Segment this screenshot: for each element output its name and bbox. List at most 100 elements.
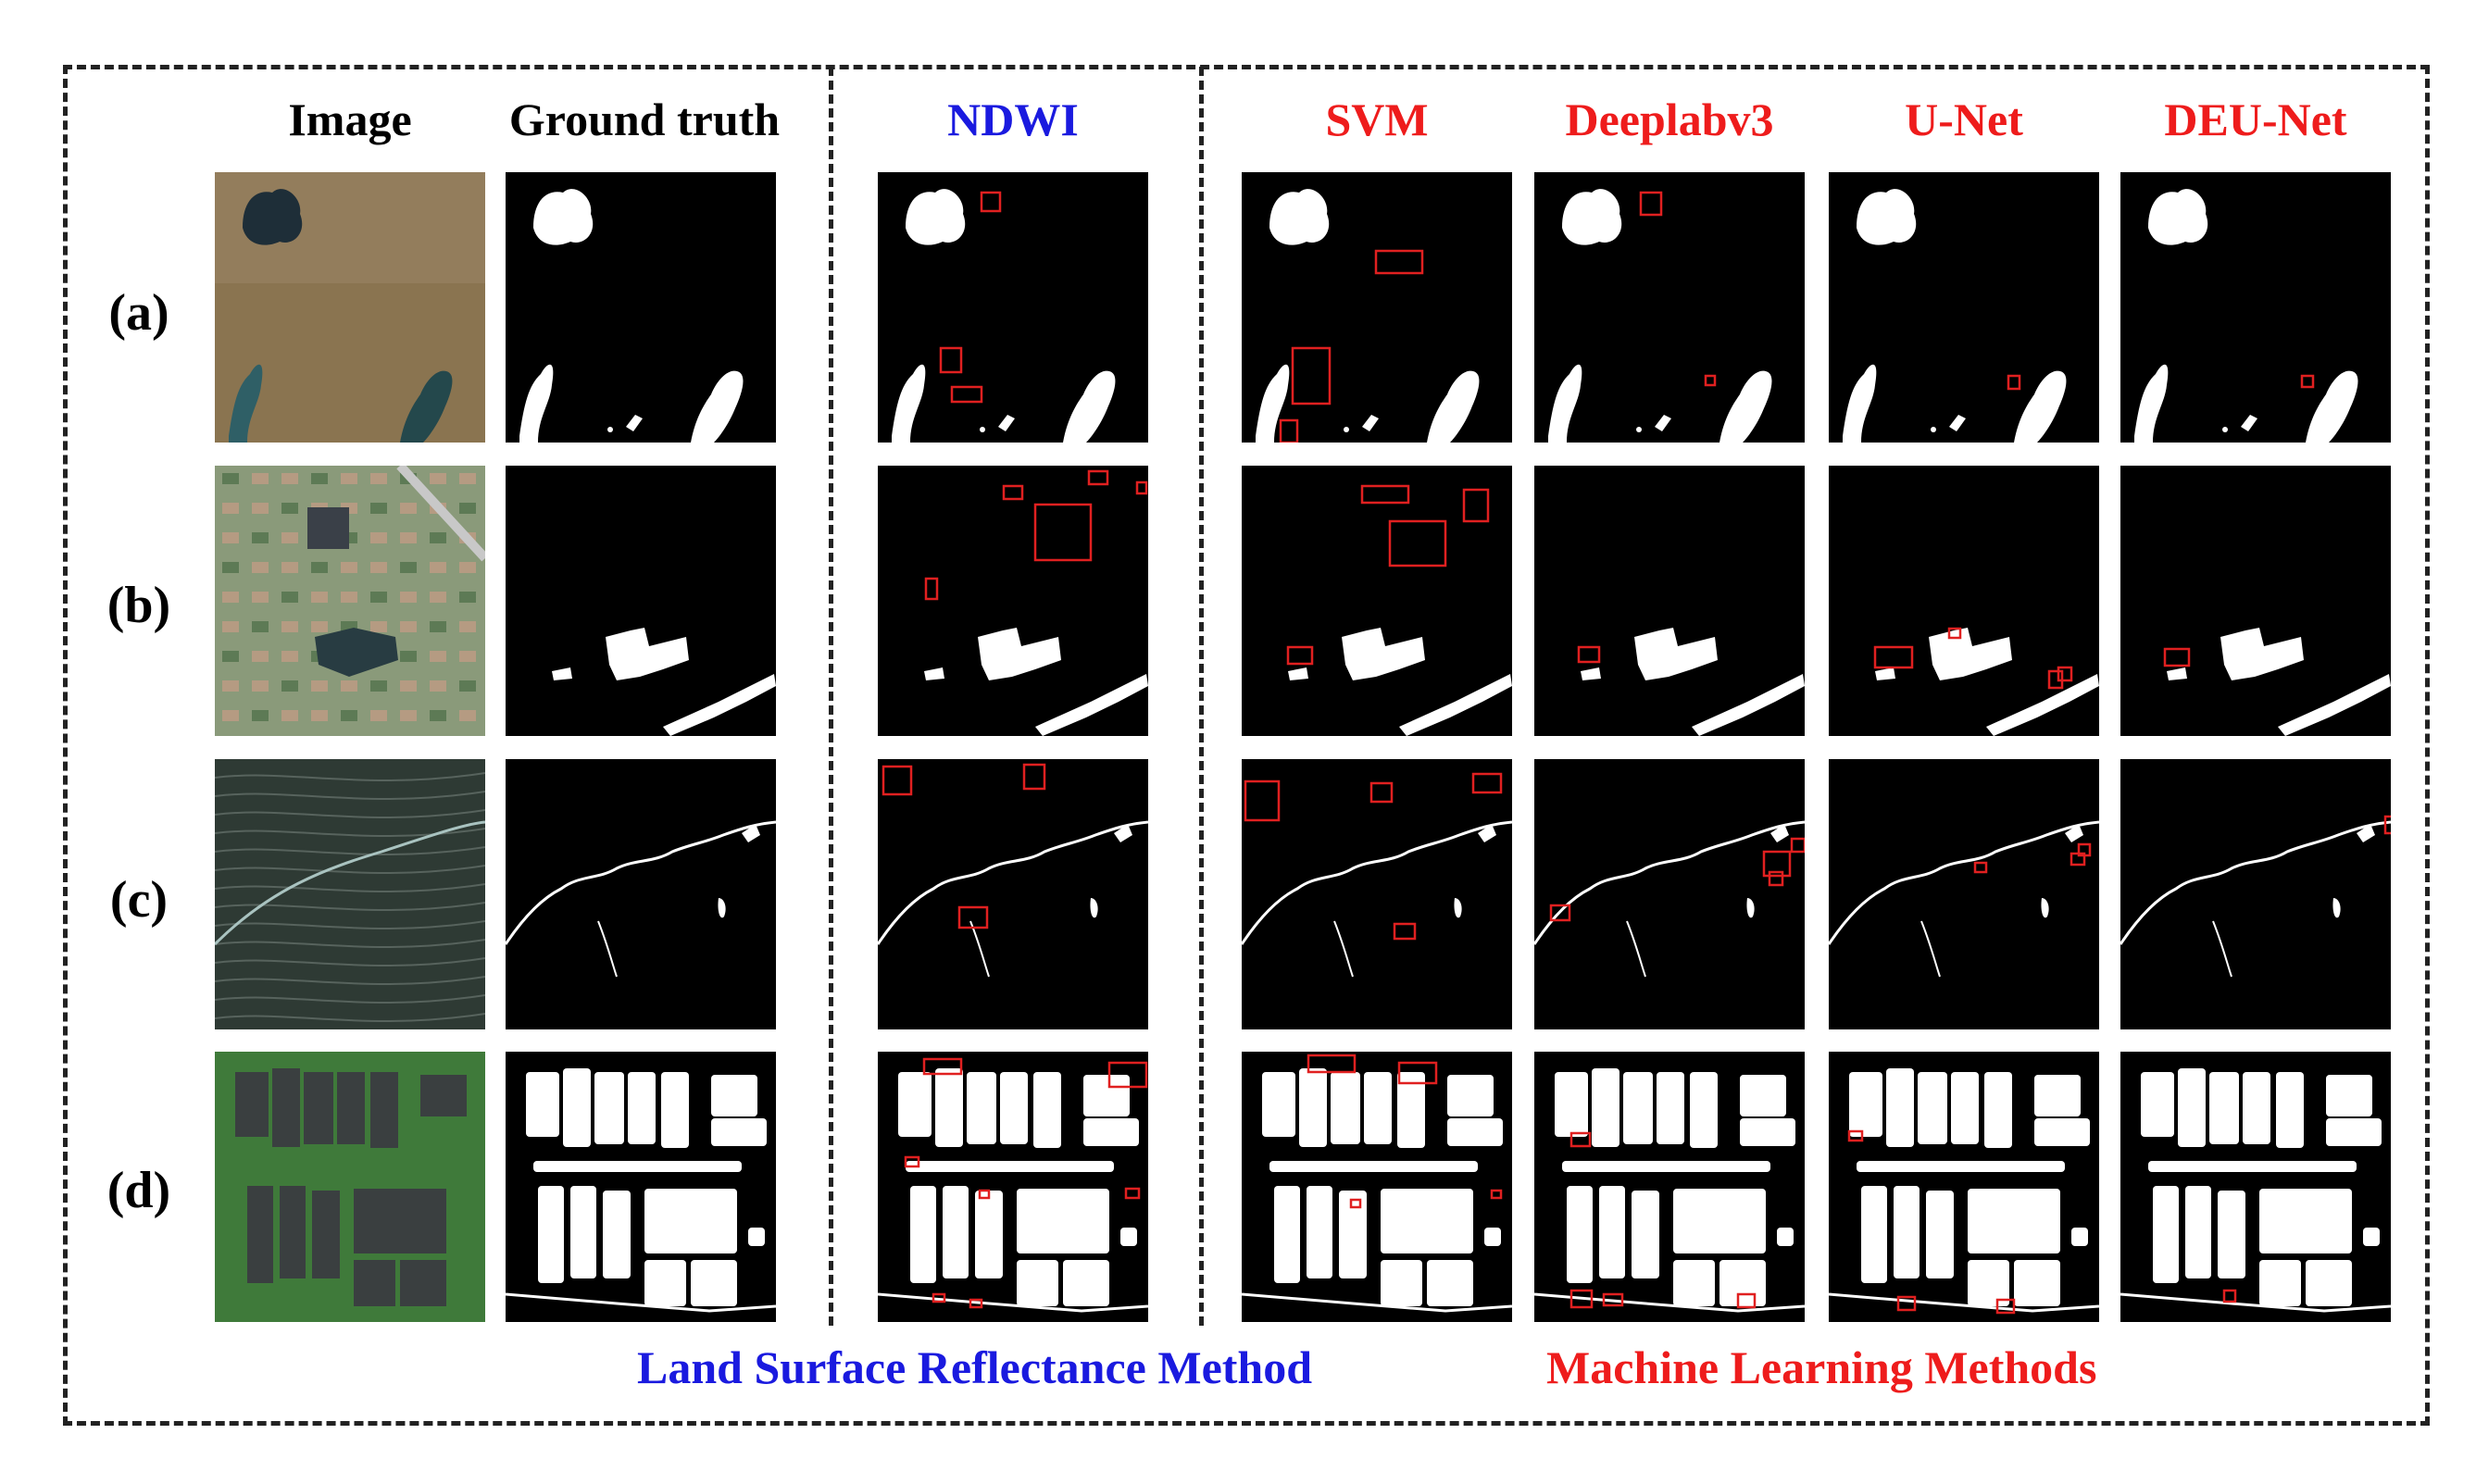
row-label-a: (a) bbox=[108, 284, 169, 342]
column-header-image: Image bbox=[288, 94, 412, 145]
panel-d-image bbox=[215, 1052, 485, 1322]
water-mask-image bbox=[1242, 172, 1512, 443]
error-highlight-box bbox=[1462, 488, 1490, 523]
water-mask-image bbox=[2120, 466, 2391, 736]
error-highlight-box bbox=[957, 905, 989, 929]
panel-b-gt bbox=[506, 466, 776, 736]
error-highlight-box bbox=[1033, 503, 1093, 562]
error-highlight-box bbox=[1471, 772, 1503, 794]
panel-c-deeplab bbox=[1534, 759, 1805, 1029]
error-highlight-box bbox=[2222, 1289, 2237, 1303]
error-highlight-box bbox=[1736, 1292, 1757, 1309]
panel-d-svm bbox=[1242, 1052, 1512, 1322]
column-header-svm: SVM bbox=[1325, 94, 1429, 145]
error-highlight-box bbox=[2007, 374, 2021, 391]
satellite-image bbox=[215, 466, 485, 736]
water-mask-image bbox=[1829, 759, 2099, 1029]
column-header-unet: U-Net bbox=[1905, 94, 2023, 145]
panel-d-ndwi bbox=[878, 1052, 1148, 1322]
panel-a-gt bbox=[506, 172, 776, 443]
column-header-ndwi: NDWI bbox=[947, 94, 1079, 145]
error-highlight-box bbox=[1549, 904, 1571, 922]
satellite-image bbox=[215, 759, 485, 1029]
water-mask-image bbox=[878, 466, 1148, 736]
satellite-image bbox=[215, 172, 485, 443]
satellite-image bbox=[215, 1052, 485, 1322]
error-highlight-box bbox=[939, 346, 963, 374]
water-mask-image bbox=[2120, 759, 2391, 1029]
error-highlight-box bbox=[1002, 484, 1024, 501]
panel-b-svm bbox=[1242, 466, 1512, 736]
water-mask-image bbox=[878, 1052, 1148, 1322]
water-mask-image bbox=[1534, 466, 1805, 736]
error-highlight-box bbox=[932, 1292, 946, 1303]
panel-a-unet bbox=[1829, 172, 2099, 443]
panel-c-svm bbox=[1242, 759, 1512, 1029]
panel-d-deeplab bbox=[1534, 1052, 1805, 1322]
error-highlight-box bbox=[922, 1057, 963, 1076]
water-mask-image bbox=[1242, 1052, 1512, 1322]
water-mask-image bbox=[1242, 759, 1512, 1029]
error-highlight-box bbox=[1307, 1054, 1357, 1074]
panel-b-deunet bbox=[2120, 466, 2391, 736]
panel-a-ndwi bbox=[878, 172, 1148, 443]
error-highlight-box bbox=[2057, 666, 2073, 682]
error-highlight-box bbox=[1704, 374, 1717, 387]
error-highlight-box bbox=[924, 577, 939, 601]
column-header-deeplabv3: Deeplabv3 bbox=[1565, 94, 1774, 145]
error-highlight-box bbox=[1947, 627, 1962, 640]
panel-a-deunet bbox=[2120, 172, 2391, 443]
error-highlight-box bbox=[1762, 850, 1792, 878]
water-mask-image bbox=[1829, 1052, 2099, 1322]
error-highlight-box bbox=[1244, 779, 1281, 822]
water-mask-image bbox=[1829, 172, 2099, 443]
error-highlight-box bbox=[1388, 519, 1447, 567]
panel-b-image bbox=[215, 466, 485, 736]
error-highlight-box bbox=[1135, 480, 1148, 495]
water-mask-image bbox=[1829, 466, 2099, 736]
water-mask-image bbox=[506, 466, 776, 736]
panel-a-svm bbox=[1242, 172, 1512, 443]
error-highlight-box bbox=[1279, 418, 1299, 443]
error-highlight-box bbox=[1768, 870, 1784, 887]
row-label-b: (b) bbox=[106, 577, 171, 634]
outer-frame bbox=[63, 65, 2430, 1426]
error-highlight-box bbox=[1374, 249, 1424, 275]
error-highlight-box bbox=[2077, 842, 2092, 857]
separator-ndwi-left bbox=[829, 67, 833, 1326]
error-highlight-box bbox=[1349, 1198, 1362, 1209]
water-mask-image bbox=[506, 759, 776, 1029]
panel-c-gt bbox=[506, 759, 776, 1029]
panel-a-deeplab bbox=[1534, 172, 1805, 443]
error-highlight-box bbox=[1896, 1295, 1917, 1312]
separator-ndwi-right bbox=[1199, 67, 1204, 1326]
error-highlight-box bbox=[1022, 763, 1046, 791]
error-highlight-box bbox=[2163, 647, 2191, 667]
error-highlight-box bbox=[980, 191, 1002, 213]
panel-a-image bbox=[215, 172, 485, 443]
panel-c-ndwi bbox=[878, 759, 1148, 1029]
water-mask-image bbox=[506, 1052, 776, 1322]
water-mask-image bbox=[1242, 466, 1512, 736]
error-highlight-box bbox=[1569, 1131, 1592, 1148]
group-label-land-surface: Land Surface Reflectance Method bbox=[637, 1341, 1313, 1393]
error-highlight-box bbox=[2383, 815, 2391, 835]
error-highlight-box bbox=[1291, 346, 1332, 405]
error-highlight-box bbox=[1602, 1292, 1624, 1307]
error-highlight-box bbox=[1087, 469, 1109, 486]
group-label-machine-learning: Machine Learning Methods bbox=[1546, 1341, 2097, 1393]
column-header-deunet: DEU-Net bbox=[2164, 94, 2347, 145]
error-highlight-box bbox=[1847, 1129, 1864, 1142]
error-highlight-box bbox=[1790, 837, 1805, 854]
water-mask-image bbox=[2120, 172, 2391, 443]
error-highlight-box bbox=[1107, 1061, 1148, 1089]
error-highlight-box bbox=[969, 1298, 983, 1309]
error-highlight-box bbox=[1639, 191, 1663, 217]
water-mask-image bbox=[2120, 1052, 2391, 1322]
panel-b-ndwi bbox=[878, 466, 1148, 736]
column-header-ground-truth: Ground truth bbox=[508, 94, 781, 145]
error-highlight-box bbox=[1569, 1289, 1594, 1309]
error-highlight-box bbox=[1873, 645, 1914, 669]
error-highlight-box bbox=[1490, 1189, 1503, 1200]
